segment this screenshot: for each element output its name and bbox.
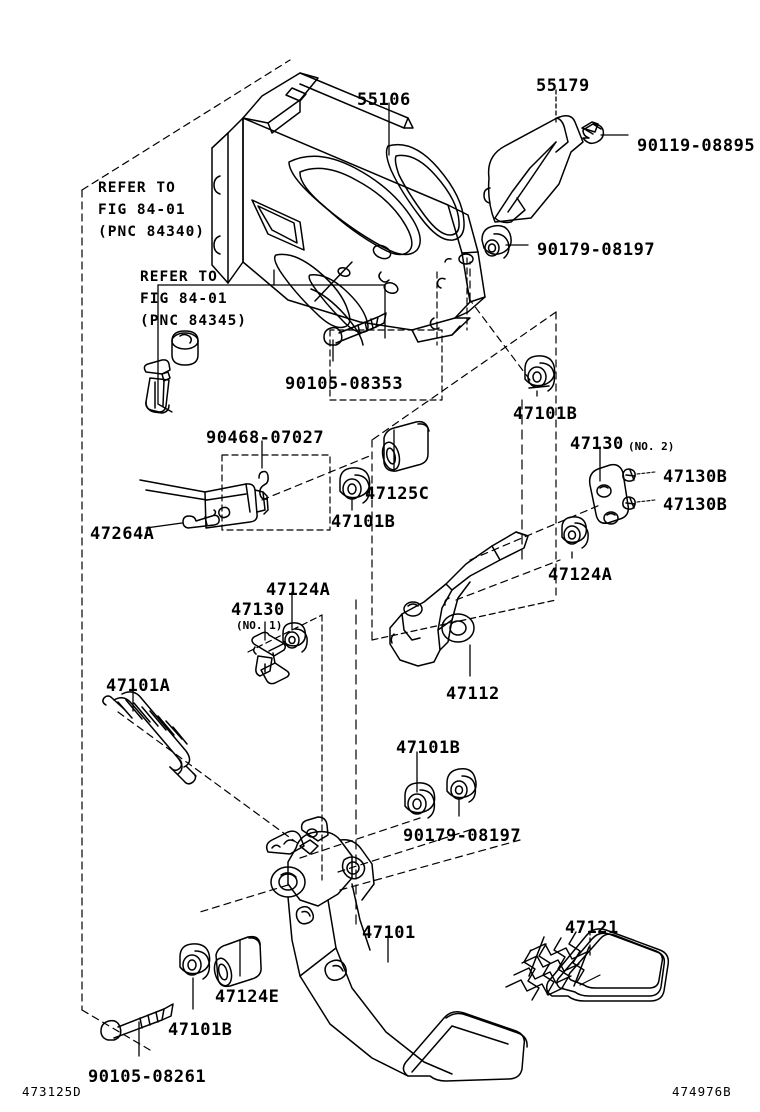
part-label-47130-no1-suffix: (NO. 1) (236, 619, 283, 632)
pushrod-47264A (139, 479, 269, 529)
pedal-47101 (265, 816, 528, 1082)
part-84340-stopper (143, 359, 171, 414)
bushing-47101B-mid (339, 467, 371, 504)
leader-lines (132, 89, 629, 1057)
note-refer-84345-line3: (PNC 84345) (140, 312, 248, 329)
part-label-90468-07027: 90468-07027 (206, 428, 325, 448)
note-refer-84340: REFER TO FIG 84-01 (PNC 84340) (98, 178, 205, 243)
plate-47130-no2 (588, 463, 630, 525)
part-label-47101A: 47101A (106, 676, 171, 696)
bracket-47130-no1 (251, 631, 290, 685)
pedal-arm-47112 (389, 531, 529, 667)
part-label-47125C: 47125C (365, 484, 430, 504)
part-label-47112: 47112 (446, 684, 500, 704)
part-label-47101: 47101 (362, 923, 416, 943)
part-label-90105-08353: 90105-08353 (285, 374, 404, 394)
part-label-47130-no2-suffix: (NO. 2) (628, 440, 675, 453)
part-label-47130B-2: 47130B (663, 495, 728, 515)
sleeve-47125C (381, 420, 430, 472)
part-label-47101B-bot: 47101B (168, 1020, 233, 1040)
corner-code-right: 474976B (672, 1084, 732, 1099)
bushing-47124A-left (282, 622, 308, 653)
part-label-90179-08197-upper: 90179-08197 (537, 240, 656, 260)
sleeve-47124E (213, 935, 262, 988)
note-refer-84340-line1: REFER TO (98, 180, 176, 196)
part-label-47130-no1: 47130 (231, 600, 285, 620)
screw-47130B-1 (622, 468, 636, 482)
part-label-47124E: 47124E (215, 987, 280, 1007)
bushing-47101B-bottom (179, 943, 211, 980)
part-label-47130-no2: 47130 (570, 434, 624, 454)
bolt-90119-08895 (581, 121, 605, 145)
part-55179 (483, 115, 584, 224)
nut-90179-08197-lower (446, 767, 477, 803)
bracket-55106 (211, 72, 486, 346)
part-label-90179-08197-lower: 90179-08197 (403, 826, 522, 846)
part-label-47101B-mid: 47101B (331, 512, 396, 532)
part-label-47121: 47121 (565, 918, 619, 938)
part-label-47101B-low: 47101B (396, 738, 461, 758)
bushing-47124A-right (561, 516, 589, 549)
clip-90468-07027 (258, 470, 269, 500)
nut-90179-08197-upper (481, 224, 512, 259)
note-refer-84345-line1: REFER TO (140, 269, 218, 285)
pedal-pad-47121 (505, 928, 670, 1002)
corner-code-left: 473125D (22, 1084, 82, 1099)
part-label-55106: 55106 (357, 90, 411, 110)
assembly-guide-lines (81, 59, 601, 1051)
part-label-90119-08895: 90119-08895 (637, 136, 756, 156)
part-label-47264A: 47264A (90, 524, 155, 544)
part-label-47101B-top: 47101B (513, 404, 578, 424)
bushing-47101B-top (524, 355, 556, 392)
screw-47130B-2 (622, 496, 636, 510)
bolt-90105-08261 (100, 1003, 174, 1041)
note-refer-84340-line2: FIG 84-01 (98, 201, 186, 218)
part-label-55179: 55179 (536, 76, 590, 96)
bushing-47101B-lower (404, 782, 436, 819)
part-label-47130B-1: 47130B (663, 467, 728, 487)
part-label-47124A-right: 47124A (548, 565, 613, 585)
part-label-47124A-left: 47124A (266, 580, 331, 600)
leader-47130B (636, 471, 656, 503)
part-84345-grommet (171, 330, 199, 366)
part-label-90105-08261: 90105-08261 (88, 1067, 207, 1087)
note-refer-84345: REFER TO FIG 84-01 (PNC 84345) (140, 267, 247, 332)
bolt-90105-08353 (323, 312, 387, 346)
note-refer-84345-line2: FIG 84-01 (140, 290, 228, 307)
spring-47101A (102, 691, 197, 785)
note-refer-84340-line3: (PNC 84340) (98, 223, 206, 240)
